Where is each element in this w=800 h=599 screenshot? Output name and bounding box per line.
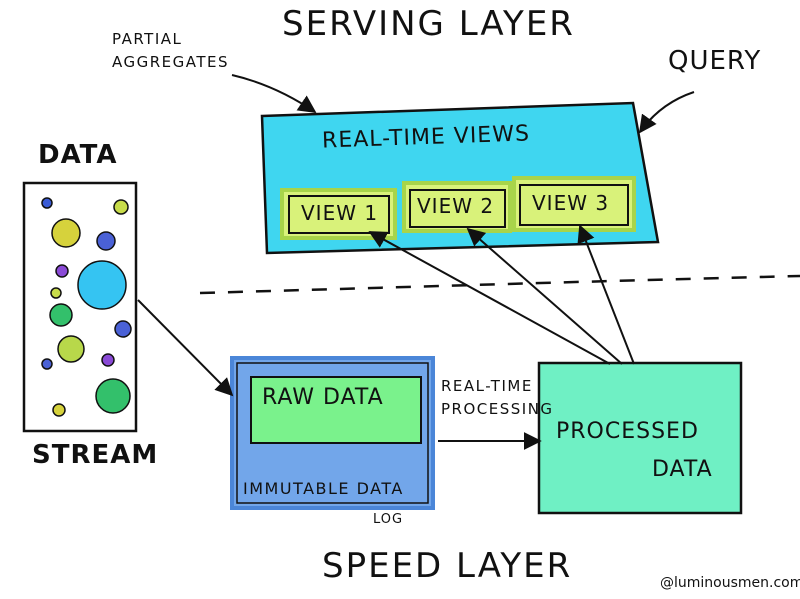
layer-divider <box>199 274 800 295</box>
bubble <box>101 353 115 367</box>
bubble <box>50 287 62 299</box>
arrows <box>137 74 695 450</box>
processing-label: PROCESSING <box>441 400 554 418</box>
bubble <box>57 335 85 363</box>
bubble <box>96 231 116 251</box>
arrow-stream-to-log <box>137 299 234 397</box>
bubble <box>49 303 73 327</box>
view-3-label: VIEW 3 <box>532 191 610 215</box>
view-1-box-outline <box>288 195 390 234</box>
realtime-label: REAL-TIME <box>441 377 533 395</box>
view-2-label: VIEW 2 <box>417 194 495 218</box>
bubble <box>52 403 66 417</box>
data-label: DATA <box>38 140 118 170</box>
bubble <box>77 260 127 310</box>
immutable-log-outline <box>236 362 429 504</box>
serving-layer-title: SERVING LAYER <box>282 4 575 44</box>
arrow-query <box>638 91 695 134</box>
query-label: QUERY <box>668 46 762 76</box>
view-1-label: VIEW 1 <box>301 201 379 225</box>
bubble <box>114 320 132 338</box>
processed-data-label: DATA <box>652 457 713 482</box>
aggregates-label: AGGREGATES <box>112 53 230 71</box>
view-3-box <box>512 176 636 232</box>
bubble <box>41 197 53 209</box>
arrow-to-view-3 <box>577 224 635 365</box>
bubble <box>113 199 129 215</box>
view-1-box <box>280 188 397 240</box>
processed-data-box <box>537 361 743 515</box>
bubble <box>95 378 131 414</box>
data-bubbles <box>41 197 132 417</box>
bubble <box>55 264 69 278</box>
immutable-data-label: IMMUTABLE DATA <box>243 479 404 498</box>
partial-label: PARTIAL <box>112 30 183 48</box>
bubble <box>41 358 53 370</box>
log-label: LOG <box>373 512 404 527</box>
view-3-box-outline <box>519 184 629 226</box>
arrow-to-view-2 <box>466 227 623 365</box>
raw-data-box <box>250 376 422 444</box>
arrow-partial-aggregates <box>231 74 317 114</box>
bubble <box>51 218 81 248</box>
stream-label: STREAM <box>32 440 159 470</box>
raw-data-label: RAW DATA <box>262 385 384 410</box>
credit-label: @luminousmen.com <box>660 575 800 591</box>
speed-layer-title: SPEED LAYER <box>322 546 573 586</box>
processed-label: PROCESSED <box>556 419 699 444</box>
view-2-box-outline <box>409 189 506 228</box>
arrow-to-view-1 <box>368 231 611 365</box>
